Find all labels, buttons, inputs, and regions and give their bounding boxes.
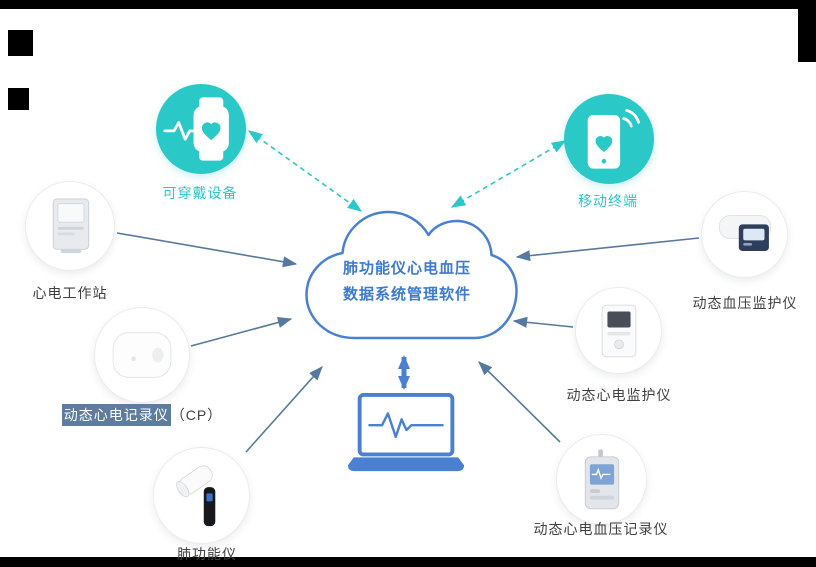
bp-monitor-device bbox=[718, 214, 771, 251]
abp-monitor-label: 动态血压监护仪 bbox=[692, 295, 798, 311]
wearable-device-circle bbox=[156, 84, 246, 174]
holter-recorder-label-highlight: 动态心电记录仪 bbox=[61, 404, 171, 426]
arrow-ecgbp-recorder-cloud bbox=[478, 361, 561, 443]
ecg-workstation-circle bbox=[25, 181, 115, 271]
mobile-terminal-label: 移动终端 bbox=[578, 193, 638, 209]
arrow-spirometer-cloud bbox=[245, 366, 323, 453]
smartphone-heart-icon bbox=[587, 108, 640, 169]
cloud-title-line1: 肺功能仪心电血压 bbox=[342, 260, 471, 277]
ecg-bp-recorder-circle bbox=[556, 434, 647, 525]
spirometer-label: 肺功能仪 bbox=[177, 546, 237, 562]
holter-monitor-label: 动态心电监护仪 bbox=[566, 387, 672, 403]
bottom-edge-bar bbox=[0, 557, 816, 567]
smartwatch-heart-icon bbox=[163, 97, 229, 161]
arrow-cp-recorder-cloud bbox=[190, 317, 293, 347]
top-right-corner-block bbox=[798, 0, 816, 62]
abp-monitor-circle bbox=[701, 191, 788, 278]
arrow-holter-monitor-cloud bbox=[512, 316, 574, 328]
mobile-terminal-circle bbox=[564, 94, 654, 184]
ecg-workstation-label: 心电工作站 bbox=[32, 285, 108, 301]
cloud-title-line2: 数据系统管理软件 bbox=[342, 286, 471, 303]
spirometer-circle bbox=[153, 447, 250, 544]
cloud-title: 肺功能仪心电血压 数据系统管理软件 bbox=[293, 256, 521, 308]
holter-monitor-circle bbox=[575, 287, 662, 374]
ecg-bp-recorder-label: 动态心电血压记录仪 bbox=[533, 521, 669, 537]
holter-monitor-device bbox=[601, 304, 636, 357]
arrow-abp-cloud bbox=[515, 237, 700, 262]
arrow-workstation-cloud bbox=[116, 232, 298, 268]
spirometer-device bbox=[175, 464, 215, 526]
holter-recorder-device bbox=[112, 332, 172, 378]
left-edge-block-2 bbox=[8, 88, 29, 110]
wearable-device-label: 可穿戴设备 bbox=[162, 185, 238, 201]
holter-recorder-label-rest: （CP） bbox=[170, 407, 223, 423]
laptop-ecg-screen bbox=[347, 392, 465, 472]
holter-recorder-circle bbox=[94, 307, 190, 403]
left-edge-block-1 bbox=[8, 30, 33, 56]
cloud-shape: 肺功能仪心电血压 数据系统管理软件 bbox=[293, 200, 521, 355]
laptop-icon bbox=[345, 392, 467, 474]
ecg-workstation-device bbox=[52, 198, 90, 254]
top-edge-bar bbox=[0, 0, 816, 9]
ecg-bp-recorder-device bbox=[584, 448, 619, 509]
cloud-outline bbox=[305, 210, 518, 340]
holter-recorder-label: 动态心电记录仪（CP） bbox=[52, 404, 232, 426]
